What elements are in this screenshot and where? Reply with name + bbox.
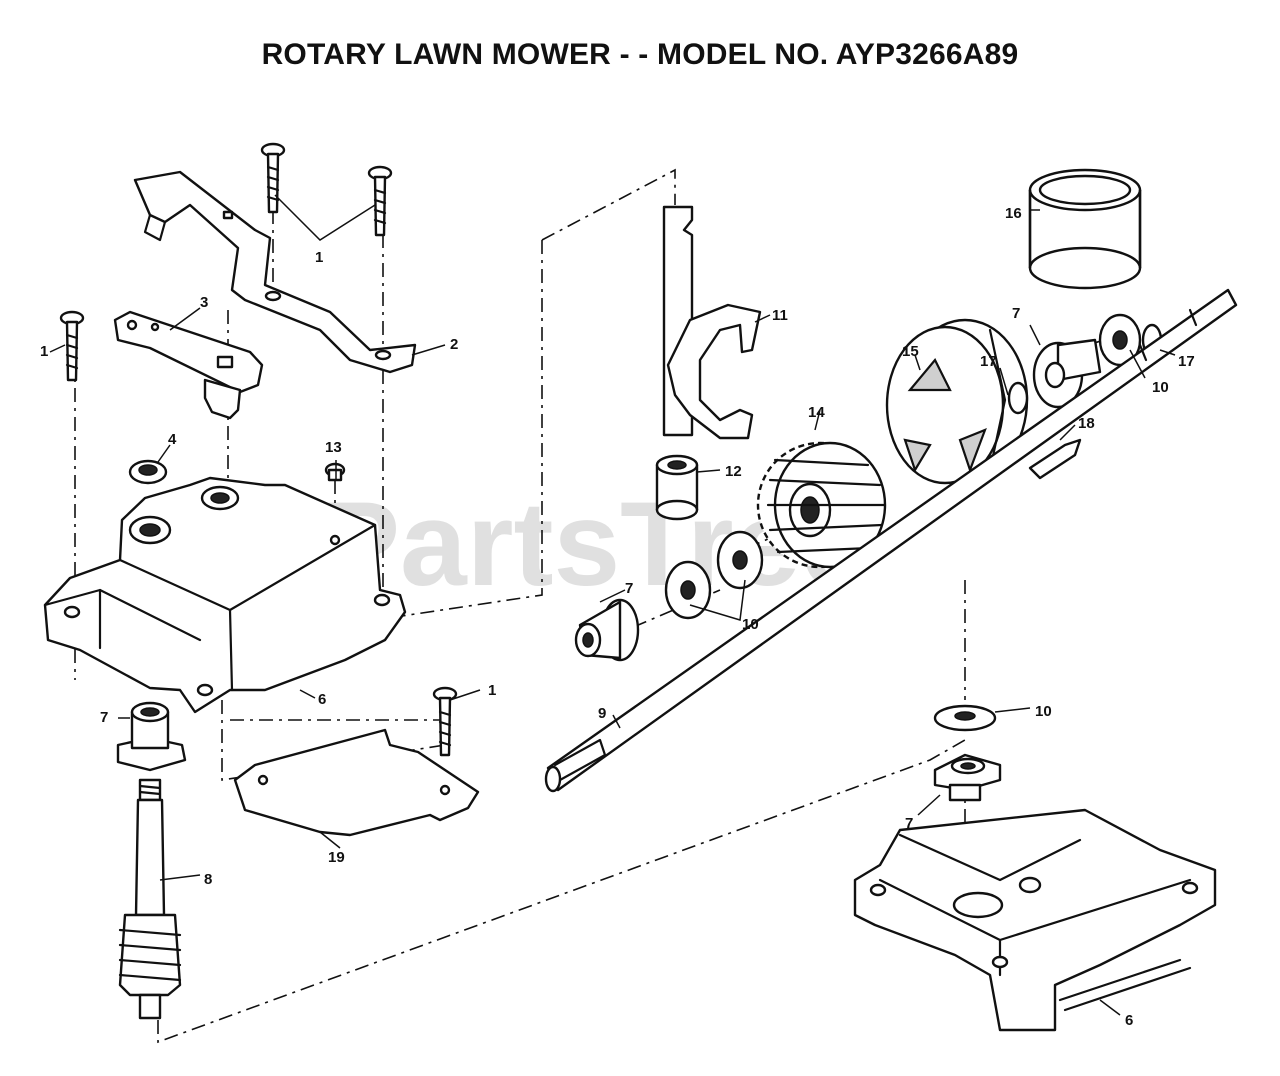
part-1-screw-top-left [260,142,286,214]
callout-1-left: 1 [40,343,48,360]
callout-13: 13 [325,439,342,456]
callout-10-lower-right: 10 [1035,703,1052,720]
callout-3: 3 [200,294,208,311]
callout-18: 18 [1078,415,1095,432]
callout-11: 11 [772,307,788,324]
callout-17-right: 17 [1178,353,1195,370]
callout-10-upper-right: 10 [1152,379,1169,396]
diagram-title: ROTARY LAWN MOWER - - MODEL NO. AYP3266A… [261,38,1019,71]
part-10-washer-center-a [716,530,764,590]
part-9-output-shaft [544,288,1238,793]
callout-8: 8 [204,871,212,888]
part-12-spacer [655,454,699,521]
part-14-gear [756,441,887,569]
callout-19: 19 [328,849,345,866]
part-15-clutch [885,318,1029,485]
part-1-screw-top-right [367,165,393,237]
part-1-screw-center [432,686,458,757]
callout-16: 16 [1005,205,1022,222]
part-10-washer-lower-right [933,704,997,732]
callout-12: 12 [725,463,742,480]
part-18-key [1028,438,1082,480]
part-7-bushing-center [574,598,640,662]
callout-7-upper-right: 7 [1012,305,1020,322]
part-13-plug [324,462,346,482]
leader-lines [49,194,1176,1016]
callout-14: 14 [808,404,825,421]
part-7-bushing-upper-right [1032,338,1102,409]
callout-7-center: 7 [625,580,633,597]
callout-6-lower: 6 [1125,1012,1133,1029]
part-4-washer [128,459,168,485]
callout-1-center: 1 [488,682,496,699]
callout-10-center: 10 [742,616,759,633]
callout-7-left: 7 [100,709,108,726]
callout-labels: 1 1 1 2 3 4 6 6 7 7 7 7 8 9 10 10 10 11 … [40,205,1195,1029]
callout-7-lower-right: 7 [905,815,913,832]
part-6-gear-case-upper [43,476,407,714]
part-7-bushing-lower-right [933,753,1002,802]
part-11-shift-fork [662,205,762,440]
part-7-bushing-left [116,701,187,772]
callout-6-upper: 6 [318,691,326,708]
part-2-bracket [133,170,417,374]
callout-9: 9 [598,705,606,722]
part-16-bearing-sleeve [1028,168,1142,290]
callout-2: 2 [450,336,458,353]
callout-17-left: 17 [980,353,997,370]
part-17-retaining-ring-left [1007,381,1029,415]
part-10-washer-center-b [664,560,712,620]
part-3-lever-arm [113,310,264,420]
callout-1-top: 1 [315,249,323,266]
part-6-gear-case-lower [853,808,1217,1032]
part-1-screw-left [59,310,85,382]
callout-4: 4 [168,431,177,448]
part-8-worm-shaft [118,778,182,1020]
callout-15: 15 [902,343,919,360]
